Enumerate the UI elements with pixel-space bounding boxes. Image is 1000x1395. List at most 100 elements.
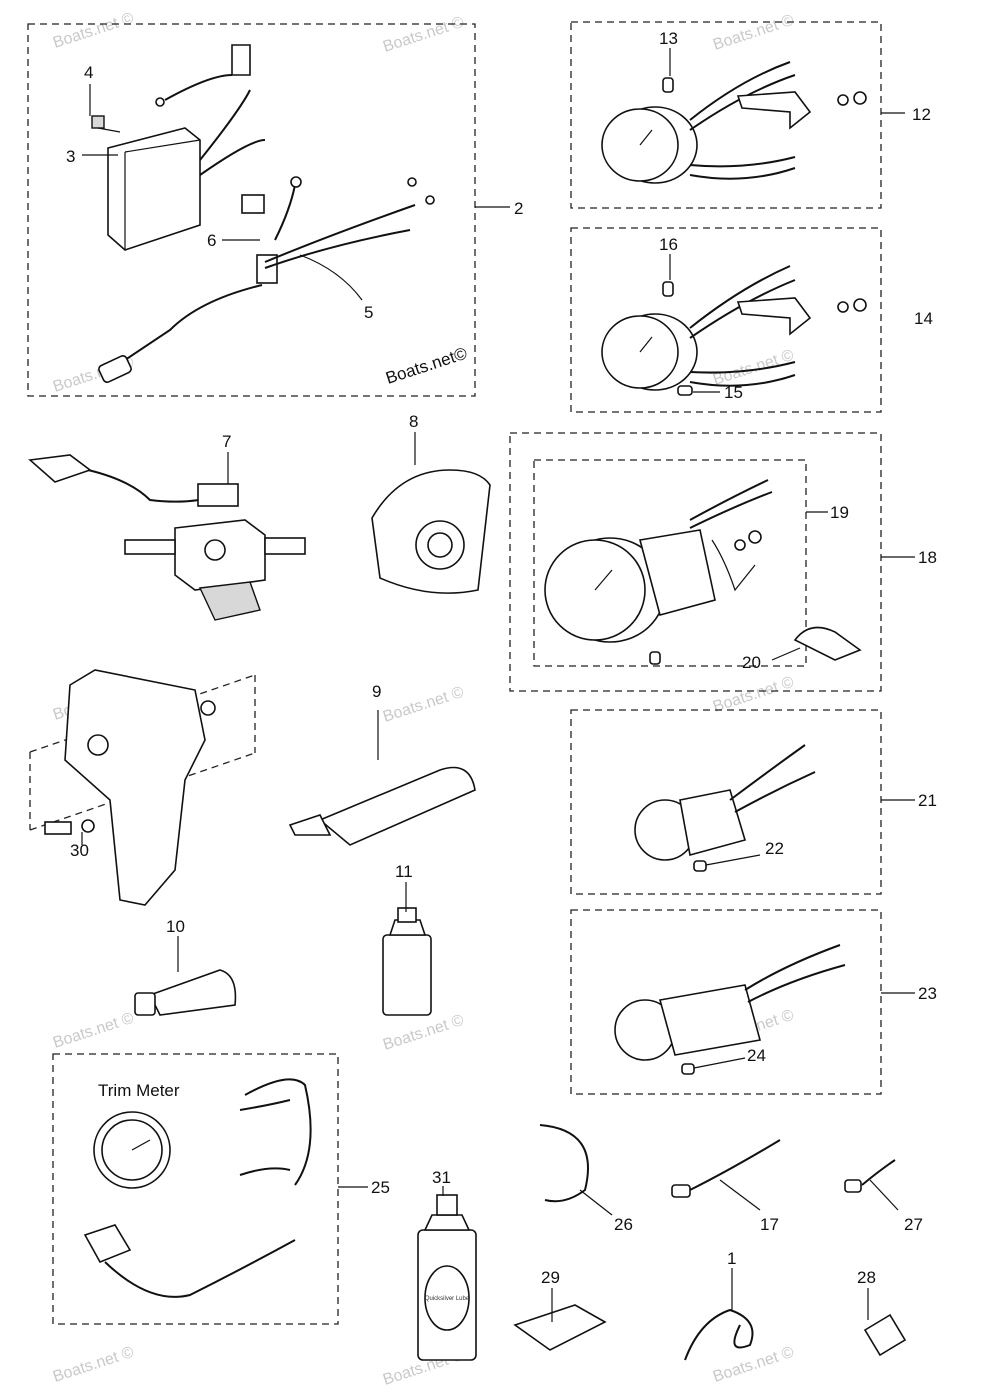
leader-17 (719, 1179, 761, 1211)
callout-15: 15 (724, 383, 743, 402)
gauge-wires (729, 744, 816, 813)
callout-27: 27 (904, 1215, 923, 1234)
bottle-31-cap (436, 1194, 458, 1216)
watermark: Boats.net © (51, 10, 136, 52)
leader-22 (705, 854, 761, 866)
watermark: Boats.net © (51, 1344, 136, 1386)
nut (837, 94, 849, 106)
gauge-bulb (649, 651, 661, 665)
gauge-housing (639, 529, 716, 616)
switch-stud (264, 537, 306, 555)
ring-wire (164, 74, 233, 101)
callout-29: 29 (541, 1268, 560, 1287)
key-switch-7 (28, 454, 306, 621)
rectifier-regulator-harness (91, 44, 435, 383)
callout-16: 16 (659, 235, 678, 254)
callout-19: 19 (830, 503, 849, 522)
leader-26 (579, 1189, 613, 1216)
sealant-tube-9 (288, 766, 476, 846)
group-box-2 (27, 23, 476, 397)
washer (853, 91, 867, 105)
spray-can-11 (382, 907, 432, 1016)
ring-terminal (425, 195, 435, 205)
end-plug (98, 355, 132, 383)
callout-24: 24 (747, 1046, 766, 1065)
cover-inner (427, 532, 453, 558)
trim-meter-needle (131, 1139, 151, 1151)
callout-7: 7 (222, 432, 231, 451)
bolt-head (91, 115, 105, 129)
key-fob (28, 454, 92, 483)
gauge-needle (639, 129, 653, 146)
callout-26: 26 (614, 1215, 633, 1234)
mounting-bracket (736, 91, 812, 130)
gauge-bulb (662, 281, 674, 297)
callout-numbers: 2 3 4 5 6 7 8 9 10 11 12 13 14 15 16 17 … (66, 29, 937, 1287)
trim-meter-kit-25: Trim Meter (83, 1078, 312, 1298)
harness-27 (861, 1159, 896, 1186)
callout-2: 2 (514, 199, 523, 218)
switch-top (197, 483, 239, 507)
bottle-31-shoulder (423, 1214, 471, 1231)
connector-17 (671, 1184, 691, 1198)
trim-meter-wires (239, 1078, 312, 1186)
mounting-bracket-30 (44, 669, 216, 906)
rectifier-part (107, 127, 201, 251)
bottom-parts: Quicksilver Lube (417, 1124, 907, 1361)
leader-5 (299, 254, 363, 301)
branch-wire (274, 184, 296, 241)
callout-10: 10 (166, 917, 185, 936)
gauge-needle (639, 336, 653, 353)
callout-13: 13 (659, 29, 678, 48)
harness-26 (539, 1124, 589, 1203)
callout-21: 21 (918, 791, 937, 810)
washer (748, 530, 762, 544)
regulator-wires (199, 89, 266, 176)
tube-body (148, 969, 237, 1016)
callout-30: 30 (70, 841, 89, 860)
ring-terminal (155, 97, 165, 107)
group-box-12 (570, 21, 882, 209)
group-box-23 (570, 909, 882, 1095)
group-boxes (27, 21, 882, 1325)
group-box-18 (509, 432, 882, 692)
can-body (382, 934, 432, 1016)
washer (81, 819, 95, 833)
gauge-bulb (677, 385, 693, 396)
callout-12: 12 (912, 105, 931, 124)
gauge-14 (601, 265, 867, 396)
tube-cap (134, 992, 156, 1016)
rectifier-edge (124, 139, 201, 250)
switch-stud (124, 539, 176, 555)
sender-cable (104, 1239, 296, 1298)
ignition-cover-8 (371, 469, 491, 594)
group-box-19 (533, 459, 807, 667)
gauge-wires (744, 944, 846, 1003)
can-shoulder (388, 919, 427, 936)
washer (853, 298, 867, 312)
mounting-bracket (736, 297, 812, 336)
callout-6: 6 (207, 231, 216, 250)
harness-17 (689, 1139, 781, 1191)
gauge-bulb (662, 77, 674, 93)
watermark: Boats.net © (711, 12, 796, 54)
watermark: Boats.net © (711, 1344, 796, 1386)
gauge-bracket-wire (711, 539, 756, 592)
callout-17: 17 (760, 1215, 779, 1234)
tube-nozzle (288, 814, 332, 836)
bolt-shaft (97, 127, 121, 133)
gauge-bulb (681, 1063, 695, 1075)
tube-body (318, 766, 476, 846)
switch-keyhole (204, 539, 226, 561)
nut (200, 700, 216, 716)
connector-27 (844, 1179, 862, 1193)
callout-22: 22 (765, 839, 784, 858)
switch-pad (198, 581, 261, 621)
bolt (44, 821, 72, 835)
callout-3: 3 (66, 147, 75, 166)
gauge-23 (614, 944, 846, 1075)
nut (837, 301, 849, 313)
harness-wires (109, 204, 416, 371)
gauge-bulb (693, 860, 707, 872)
